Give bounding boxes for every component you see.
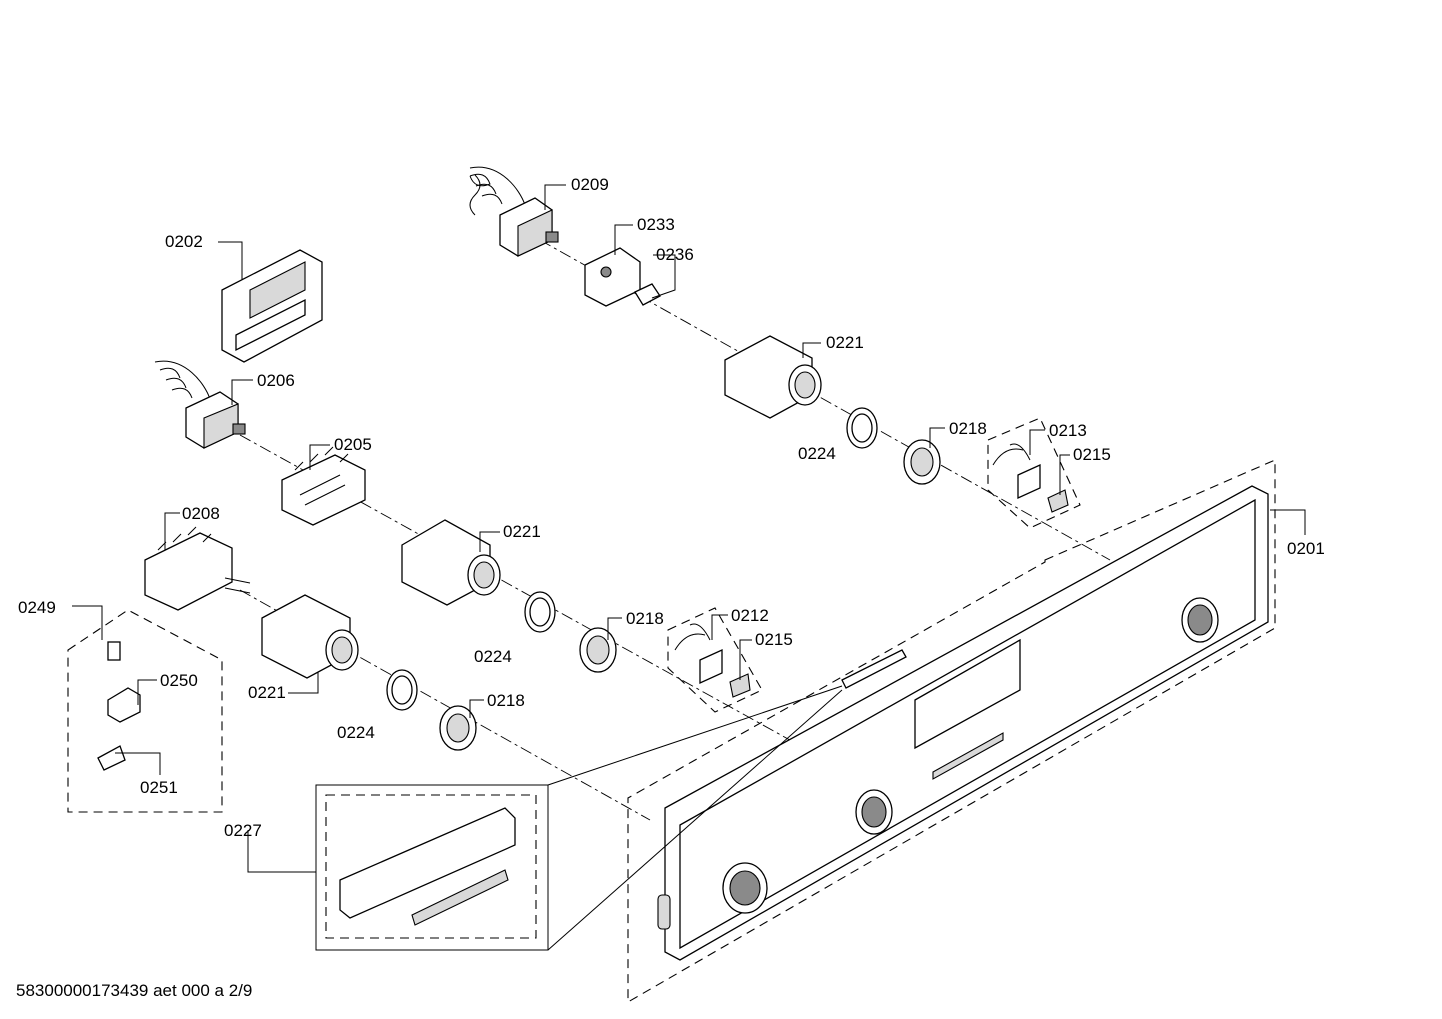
thermostat-0206 <box>154 360 246 449</box>
callout-0224-middle: 0224 <box>474 647 512 666</box>
callout-0227: 0227 <box>224 821 262 840</box>
callout-0212: 0212 <box>731 606 769 625</box>
ring-0218-middle <box>579 627 617 673</box>
callout-0209: 0209 <box>571 175 609 194</box>
callout-0206: 0206 <box>257 371 295 390</box>
callout-0221-bottom: 0221 <box>248 683 286 702</box>
ring-0224-bottom <box>386 669 418 711</box>
callout-0224-bottom: 0224 <box>337 723 375 742</box>
callout-0202: 0202 <box>165 232 203 251</box>
callout-0218-bottom: 0218 <box>487 691 525 710</box>
small-parts-group-0249 <box>67 609 223 813</box>
knob-0221-middle <box>401 519 501 606</box>
callout-0215-top: 0215 <box>1073 445 1111 464</box>
callout-0218-top: 0218 <box>949 419 987 438</box>
callout-0221-middle: 0221 <box>503 522 541 541</box>
shaft-0236 <box>634 283 661 306</box>
callout-0236: 0236 <box>656 245 694 264</box>
callout-0233: 0233 <box>637 215 675 234</box>
callout-0251: 0251 <box>140 778 178 797</box>
knob-0221-top <box>724 335 822 419</box>
callout-0221-top: 0221 <box>826 333 864 352</box>
control-panel-0201 <box>627 459 1276 1003</box>
thermostat-0209 <box>469 166 559 257</box>
callout-labels: 0209 0233 0236 0202 0221 0206 0224 0218 … <box>18 175 1325 840</box>
callout-0224-top: 0224 <box>798 444 836 463</box>
selector-switch-0208 <box>144 526 251 611</box>
selector-switch-0205 <box>281 446 366 526</box>
leader-lines <box>72 184 1306 873</box>
callout-0208: 0208 <box>182 504 220 523</box>
ring-0218-top <box>903 439 941 485</box>
ring-0224-top <box>846 407 878 449</box>
ring-0218-bottom <box>439 705 477 751</box>
callout-0215-middle: 0215 <box>755 630 793 649</box>
callout-0213: 0213 <box>1049 421 1087 440</box>
callout-0249: 0249 <box>18 598 56 617</box>
lamp-group-0212 <box>667 607 763 713</box>
callout-0205: 0205 <box>334 435 372 454</box>
callout-0250: 0250 <box>160 671 198 690</box>
ring-0224-middle <box>524 591 556 633</box>
lamp-group-0213 <box>987 417 1081 529</box>
detail-box-0227 <box>315 685 843 951</box>
callout-0218-middle: 0218 <box>626 609 664 628</box>
document-reference: 58300000173439 aet 000 a 2/9 <box>16 981 253 1000</box>
callout-0201: 0201 <box>1287 539 1325 558</box>
bracket-0233 <box>584 247 641 307</box>
knob-0221-bottom <box>261 594 359 679</box>
timer-module-0202 <box>221 249 323 363</box>
